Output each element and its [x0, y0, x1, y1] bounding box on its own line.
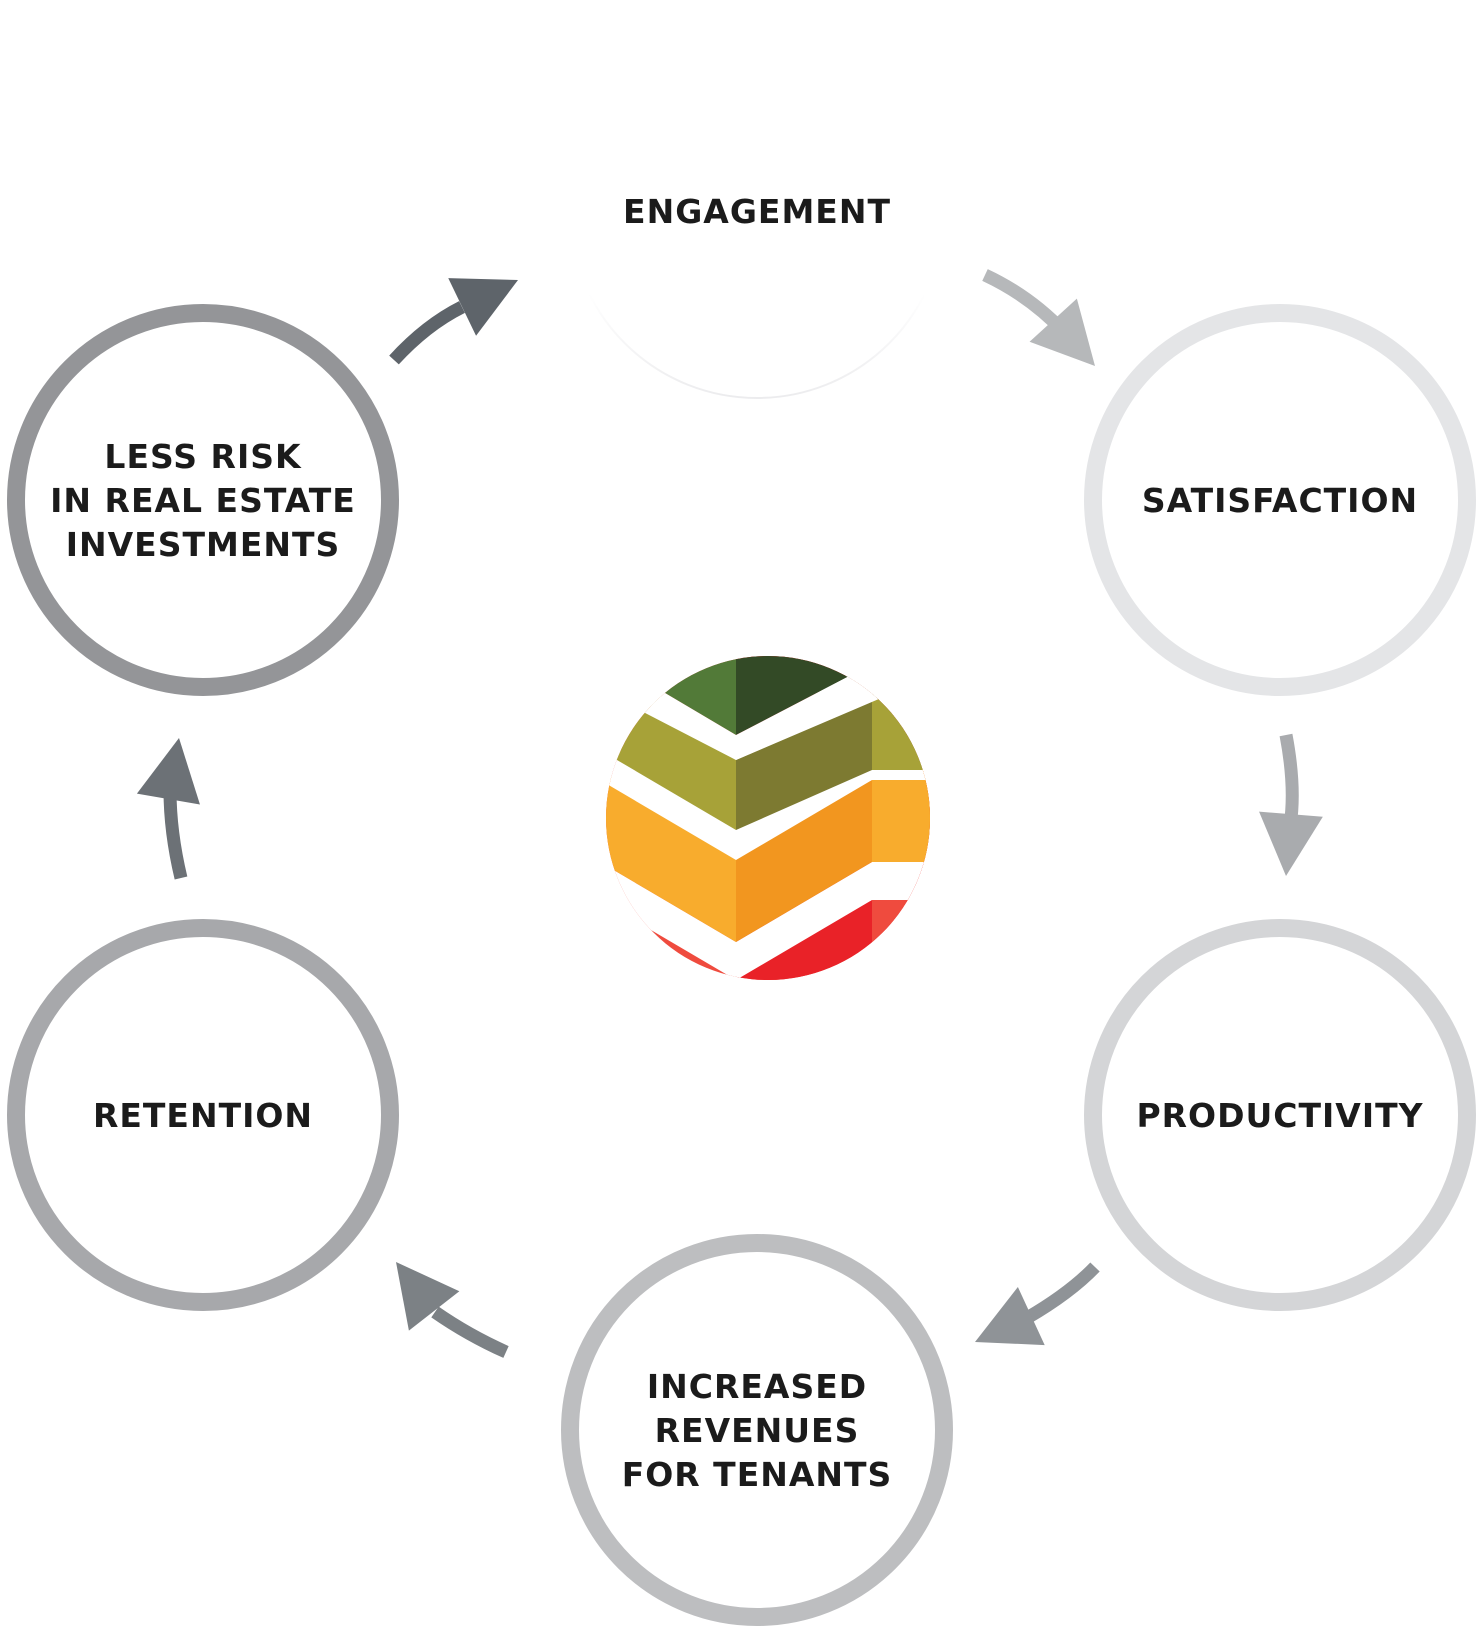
arrowhead-icon	[448, 278, 518, 336]
arrowhead-icon	[975, 1286, 1045, 1346]
node-label-line: PRODUCTIVITY	[1136, 1096, 1423, 1135]
arrow-shaft	[431, 1306, 509, 1358]
arrow-shaft	[1023, 1262, 1100, 1324]
node-revenues: INCREASED REVENUES FOR TENANTS	[561, 1234, 953, 1626]
arrowhead-icon	[1029, 298, 1095, 366]
node-label-line: FOR TENANTS	[622, 1455, 893, 1494]
logo-olive-edge	[872, 668, 930, 770]
logo-orange-edge	[872, 770, 930, 862]
node-label-line: LESS RISK	[104, 437, 302, 476]
node-productivity: PRODUCTIVITY	[1084, 919, 1476, 1311]
arrowhead-icon	[1259, 811, 1323, 876]
arrowhead-icon	[396, 1262, 460, 1331]
node-label-line: INVESTMENTS	[66, 525, 341, 564]
node-label-line: RETENTION	[93, 1096, 313, 1135]
arrowhead-icon	[136, 738, 200, 805]
node-less-risk: LESS RISK IN REAL ESTATE INVESTMENTS	[7, 304, 399, 696]
nodes-layer: ENGAGEMENT SATISFACTION PRODUCTIVITY INCREA…	[7, 23, 1476, 1626]
arrows-layer	[136, 269, 1323, 1358]
node-ring	[7, 304, 399, 696]
node-label-line: INCREASED	[647, 1367, 867, 1406]
node-ring	[7, 919, 399, 1311]
node-label-line: IN REAL ESTATE	[50, 481, 356, 520]
node-ring	[569, 23, 945, 399]
node-engagement: ENGAGEMENT	[569, 23, 945, 399]
node-label-line: SATISFACTION	[1142, 481, 1418, 520]
node-ring	[1084, 919, 1476, 1311]
arrow-retention-to-less-risk	[136, 738, 200, 880]
node-label-line: REVENUES	[655, 1411, 860, 1450]
arrow-revenues-to-retention	[396, 1262, 509, 1358]
node-retention: RETENTION	[7, 919, 399, 1311]
arrow-productivity-to-revenues	[975, 1262, 1100, 1346]
logo-white-cut-top	[640, 656, 920, 760]
logo-white-gap-3	[606, 862, 930, 980]
arrow-shaft	[163, 789, 188, 880]
node-ring	[561, 1234, 953, 1626]
node-label-line: ENGAGEMENT	[623, 192, 891, 231]
arrow-engagement-to-satisfaction	[982, 269, 1095, 366]
arrow-satisfaction-to-productivity	[1259, 733, 1323, 876]
node-satisfaction: SATISFACTION	[1084, 304, 1476, 696]
arrow-shaft	[389, 301, 465, 365]
logo-orange-left	[606, 770, 736, 942]
layered-chevron-logo-icon	[606, 656, 930, 980]
arrow-less-risk-to-engagement	[389, 278, 518, 365]
arrow-shaft	[1279, 733, 1299, 828]
node-ring	[1084, 304, 1476, 696]
